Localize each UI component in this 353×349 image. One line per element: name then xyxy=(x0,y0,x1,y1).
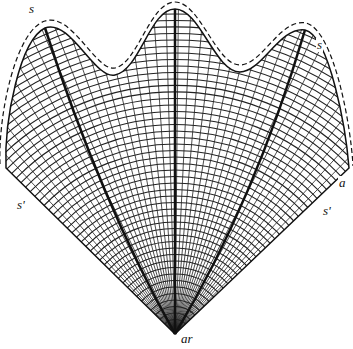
hatch-line xyxy=(0,14,175,334)
hatch-line xyxy=(29,0,175,334)
hatch-line xyxy=(0,14,353,334)
hatch-line xyxy=(148,0,175,334)
hatch-line xyxy=(0,1,353,334)
hatch-line xyxy=(0,53,353,334)
hatch-line xyxy=(0,0,353,334)
hatch-line xyxy=(0,144,353,334)
rib xyxy=(175,30,305,334)
callout-letter: s' xyxy=(322,204,332,218)
hatch-line xyxy=(0,0,353,334)
hatch-line xyxy=(0,21,353,335)
hatch-line xyxy=(0,27,353,334)
hatch-line xyxy=(0,73,353,335)
fan-outline xyxy=(6,9,349,334)
hatch-line xyxy=(118,0,175,334)
hatch-line xyxy=(0,60,353,335)
callout-letter: s' xyxy=(16,198,26,212)
hatch-line xyxy=(0,131,353,334)
cell-hatching xyxy=(0,0,353,334)
rib xyxy=(174,9,177,334)
hatch-line xyxy=(175,0,210,334)
hatch-line xyxy=(0,34,353,335)
hatch-line xyxy=(0,0,353,334)
hatch-line xyxy=(0,8,353,335)
hatch-line xyxy=(0,105,353,334)
hatch-line xyxy=(0,151,353,335)
hatch-line xyxy=(0,79,353,334)
callout-letter: ar xyxy=(180,332,194,346)
hatch-line xyxy=(0,85,353,334)
rib xyxy=(45,28,175,334)
hatch-line xyxy=(175,60,353,334)
hatch-line xyxy=(0,47,353,335)
hatch-line xyxy=(175,39,353,334)
callout-letter: s xyxy=(28,2,35,16)
callout-letter: s xyxy=(316,38,323,52)
hatch-line xyxy=(0,92,353,334)
hatch-line xyxy=(0,65,175,334)
hatch-line xyxy=(0,138,353,335)
hatch-line xyxy=(0,40,353,334)
hatch-line xyxy=(0,0,353,334)
dashed-margin xyxy=(0,2,353,166)
hatch-line xyxy=(0,99,353,335)
hatch-line xyxy=(0,112,353,335)
hatch-line xyxy=(0,66,353,334)
callout-letter: a xyxy=(338,176,347,190)
hatch-line xyxy=(164,0,175,334)
